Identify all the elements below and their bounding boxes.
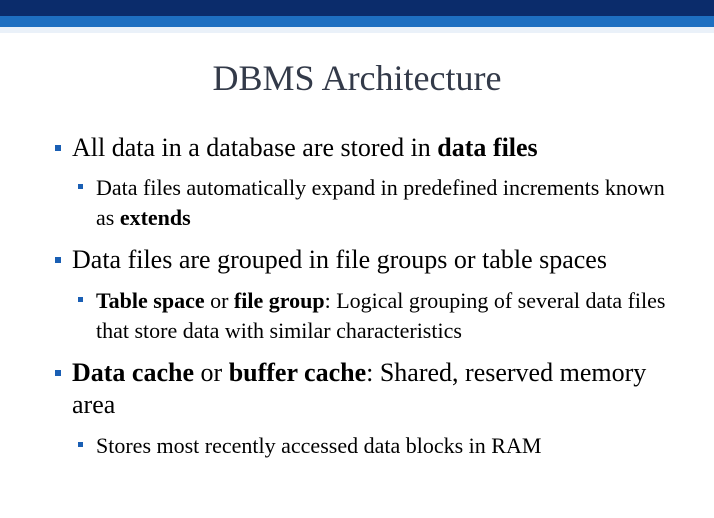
square-bullet-icon	[78, 297, 83, 302]
header-band-dark	[0, 0, 714, 16]
sub-bullet-item: Table space or file group: Logical group…	[78, 286, 686, 346]
bullet-text: or	[204, 288, 234, 313]
bullet-text-bold: Data cache	[72, 358, 195, 387]
sub-bullet-item: Data files automatically expand in prede…	[78, 173, 686, 233]
bullet-text-bold: Table space	[96, 288, 205, 313]
bullet-text: or	[194, 358, 229, 387]
bullet-text-bold: data files	[437, 133, 538, 162]
header-band-gap	[0, 27, 714, 33]
bullet-text-bold: extends	[119, 205, 191, 230]
header-band-light	[0, 16, 714, 27]
bullet-text: Data files are grouped in file groups or…	[72, 245, 607, 274]
slide-title: DBMS Architecture	[212, 58, 502, 98]
bullet-text-bold: file group	[233, 288, 325, 313]
bullet-item: All data in a database are stored in dat…	[55, 132, 682, 164]
sub-bullet-item: Stores most recently accessed data block…	[78, 431, 686, 461]
bullet-text: All data in a database are stored in	[72, 133, 438, 162]
bullet-text: : Logical grouping of several data files…	[96, 288, 666, 343]
bullet-item: Data files are grouped in file groups or…	[55, 244, 682, 276]
square-bullet-icon	[55, 145, 61, 151]
bullet-text: : Shared, reserved memory area	[72, 358, 647, 419]
square-bullet-icon	[78, 184, 83, 189]
bullet-text: Data files automatically expand in prede…	[96, 175, 665, 230]
bullet-item: Data cache or buffer cache: Shared, rese…	[55, 357, 682, 421]
square-bullet-icon	[55, 257, 61, 263]
bullet-text-bold: buffer cache	[228, 358, 367, 387]
bullet-text: Stores most recently accessed data block…	[96, 433, 542, 458]
square-bullet-icon	[55, 370, 61, 376]
square-bullet-icon	[78, 442, 83, 447]
